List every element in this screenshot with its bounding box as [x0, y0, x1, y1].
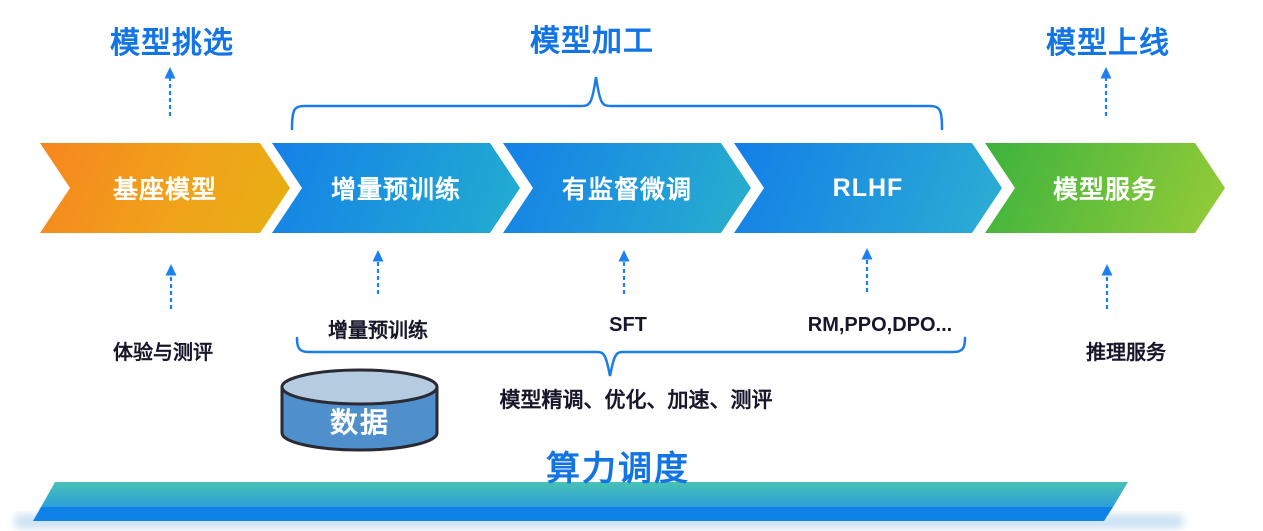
database-cylinder-icon: [280, 368, 439, 452]
stage-rlhf-label: RLHF: [832, 173, 904, 202]
dashed-arrow-incremental-pretraining-icon: [372, 250, 384, 294]
stage-model-service: 模型服务: [985, 143, 1225, 233]
data-store-label: 数据: [329, 407, 390, 438]
dashed-arrow-inference-icon: [1101, 264, 1113, 309]
annotation-incremental-pretraining: 增量预训练: [328, 320, 428, 342]
dashed-arrow-base-model-icon: [165, 264, 177, 309]
brace-model-processing: [290, 76, 944, 131]
stage-model-service-label: 模型服务: [1052, 176, 1157, 204]
stage-base-model: 基座模型: [40, 143, 290, 233]
phase-title-model-selection: 模型挑选: [110, 27, 234, 60]
phase-title-model-launch: 模型上线: [1046, 27, 1170, 60]
stage-rlhf: RLHF: [734, 143, 1002, 233]
annotation-rlhf-methods: RM,PPO,DPO...: [807, 314, 953, 336]
annotation-base-model: 体验与测评: [113, 342, 213, 364]
annotation-processing-summary: 模型精调、优化、加速、测评: [499, 389, 773, 412]
stage-supervised-finetuning-label: 有监督微调: [561, 176, 692, 204]
stage-incremental-pretraining-label: 增量预训练: [330, 176, 461, 204]
annotation-sft: SFT: [609, 314, 647, 336]
phase-title-model-processing: 模型加工: [530, 25, 654, 58]
annotation-inference-service: 推理服务: [1086, 342, 1166, 364]
brace-processing-summary: [295, 336, 967, 377]
dashed-arrow-rlhf-icon: [861, 248, 873, 292]
dashed-arrow-sft-icon: [618, 250, 630, 294]
dashed-arrow-to-model-selection-icon: [164, 67, 176, 116]
dashed-arrow-to-model-launch-icon: [1100, 67, 1112, 116]
stage-base-model-label: 基座模型: [112, 176, 217, 204]
stage-incremental-pretraining: 增量预训练: [272, 143, 520, 233]
compute-platform-bar: [14, 482, 1184, 529]
compute-scheduling-label: 算力调度: [546, 450, 690, 488]
stage-supervised-finetuning: 有监督微调: [503, 143, 751, 233]
